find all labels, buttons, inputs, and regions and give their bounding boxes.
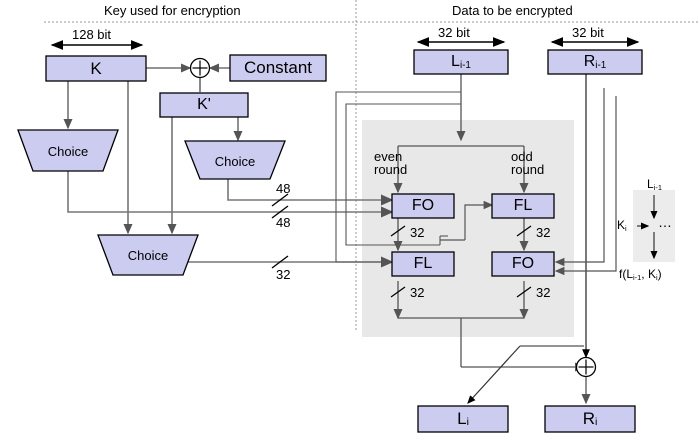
- legend-key-subscript: i: [625, 224, 627, 234]
- width-label-fo-even-out: 32: [410, 225, 425, 240]
- key-width-label: 128 bit: [72, 27, 112, 42]
- choice-bottom-label: Choice: [127, 247, 169, 263]
- right-output-base: R: [582, 409, 595, 428]
- legend-output-tail: , K: [641, 267, 656, 281]
- choice-right-label: Choice: [214, 153, 256, 169]
- bus-label-32-fl: 32: [276, 267, 291, 282]
- bus-label-48-bottom: 48: [276, 215, 291, 230]
- left-output-subscript: i: [466, 416, 469, 429]
- block-fl-odd: FL: [513, 197, 533, 214]
- odd-round-label: odd round: [511, 150, 544, 176]
- odd-round-line2: round: [511, 162, 545, 177]
- bus-label-48-top: 48: [276, 181, 291, 196]
- kprime-box-label: K': [197, 96, 211, 113]
- legend-key-base: K: [617, 218, 626, 232]
- left-input-subscript: i-1: [459, 59, 471, 71]
- legend-output-close: ): [657, 267, 662, 281]
- right-half-width-label: 32 bit: [572, 25, 604, 40]
- width-label-fl-even-out: 32: [410, 285, 425, 300]
- left-output-base: L: [457, 409, 467, 428]
- even-round-line1: even: [374, 149, 403, 164]
- legend-output-head: f(L: [619, 267, 634, 281]
- key-box-label: K: [90, 58, 102, 78]
- legend-input-base: L: [647, 177, 654, 191]
- width-label-fl-odd-out: 32: [536, 225, 551, 240]
- width-label-fo-odd-out: 32: [536, 285, 551, 300]
- legend-input-subscript: i-1: [653, 183, 662, 193]
- odd-round-line1: odd: [511, 149, 533, 164]
- right-input-subscript: i-1: [595, 59, 607, 71]
- right-input-base: R: [583, 53, 596, 70]
- even-round-line2: round: [374, 162, 408, 177]
- block-fo-odd: FO: [511, 255, 535, 272]
- even-round-label: even round: [374, 150, 407, 176]
- block-fo-even: FO: [411, 197, 435, 214]
- legend-output-sub2: i: [655, 273, 658, 283]
- block-fl-even: FL: [413, 255, 433, 272]
- constant-box-label: Constant: [243, 58, 313, 77]
- legend-output-label: f(Li-1, Ki): [619, 267, 662, 283]
- left-input-base: L: [451, 53, 460, 70]
- legend-output-sub1: i-1: [633, 273, 642, 283]
- choice-left-label: Choice: [47, 143, 89, 159]
- legend-input-label: Li-1: [647, 177, 662, 193]
- left-half-width-label: 32 bit: [438, 25, 470, 40]
- legend-key-label: Ki: [617, 218, 627, 234]
- header-key-side: Key used for encryption: [104, 3, 241, 18]
- header-data-side: Data to be encrypted: [452, 3, 573, 18]
- legend-body-label: …: [658, 214, 672, 230]
- right-output-subscript: i: [594, 416, 598, 429]
